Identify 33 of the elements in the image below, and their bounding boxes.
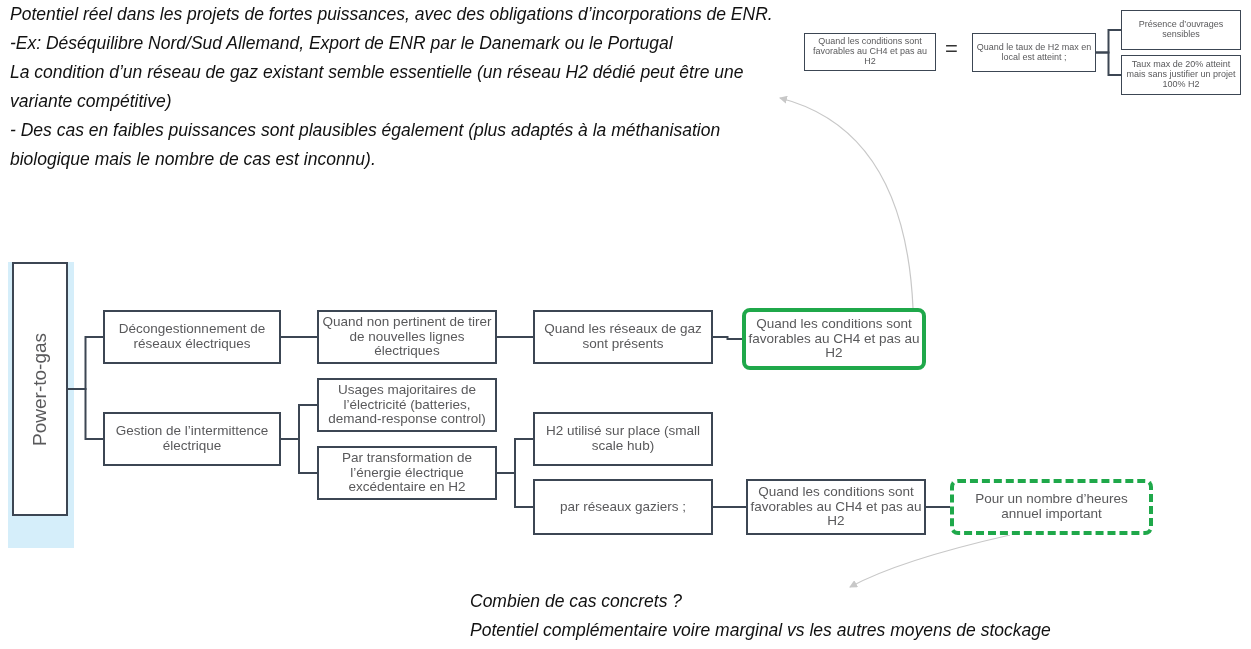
connector-line xyxy=(280,438,318,474)
connector-line xyxy=(280,336,318,338)
connector-line xyxy=(1095,51,1122,76)
note-paragraph: - Des cas en faibles puissances sont plausibles également (plus adaptés à la méthanisation biologique mais le nombre de cas est inconnu). xyxy=(10,119,722,171)
process-box: Décongestionnement de réseaux électriques xyxy=(103,310,281,364)
connector-line xyxy=(925,506,951,508)
process-box: Quand les réseaux de gaz sont présents xyxy=(533,310,713,364)
dashed-highlight-box: Pour un nombre d’heures annuel important xyxy=(950,479,1153,535)
process-box: Quand les conditions sont favorables au CH4 et pas au H2 xyxy=(746,479,926,535)
note-paragraph: Potentiel complémentaire voire marginal vs les autres moyens de stockage xyxy=(470,619,1051,642)
condition-box: Présence d’ouvrages sensibles xyxy=(1121,10,1241,50)
root-box: Power-to-gas xyxy=(12,262,68,516)
process-box: par réseaux gaziers ; xyxy=(533,479,713,535)
curved-arrow xyxy=(779,96,914,309)
connector-line xyxy=(712,336,743,340)
note-paragraph: -Ex: Déséquilibre Nord/Sud Allemand, Export de ENR par le Danemark ou le Portugal xyxy=(10,32,673,55)
process-box: Gestion de l’intermittence électrique xyxy=(103,412,281,466)
process-box: H2 utilisé sur place (small scale hub) xyxy=(533,412,713,466)
connector-line xyxy=(712,506,747,508)
equals-sign: = xyxy=(945,36,958,62)
condition-box: Taux max de 20% atteint mais sans justifier un projet 100% H2 xyxy=(1121,55,1241,95)
condition-box: Quand les conditions sont favorables au CH4 et pas au H2 xyxy=(804,33,936,71)
process-box: Par transformation de l’énergie électrique excédentaire en H2 xyxy=(317,446,497,500)
connector-line xyxy=(496,336,534,338)
connector-line xyxy=(496,472,534,508)
highlighted-box: Quand les conditions sont favorables au CH4 et pas au H2 xyxy=(742,308,926,370)
process-box: Usages majoritaires de l’électricité (batteries, demand-response control) xyxy=(317,378,497,432)
note-paragraph: Potentiel réel dans les projets de fortes puissances, avec des obligations d’incorporations de ENR. xyxy=(10,3,773,26)
condition-box: Quand le taux de H2 max en local est atteint ; xyxy=(972,33,1096,72)
process-box: Quand non pertinent de tirer de nouvelles lignes électriques xyxy=(317,310,497,364)
note-paragraph: Combien de cas concrets ? xyxy=(470,590,683,613)
note-paragraph: La condition d’un réseau de gaz existant semble essentielle (un réseau H2 dédié peut être une variante compétitive) xyxy=(10,61,745,113)
curved-arrow xyxy=(849,534,1011,588)
